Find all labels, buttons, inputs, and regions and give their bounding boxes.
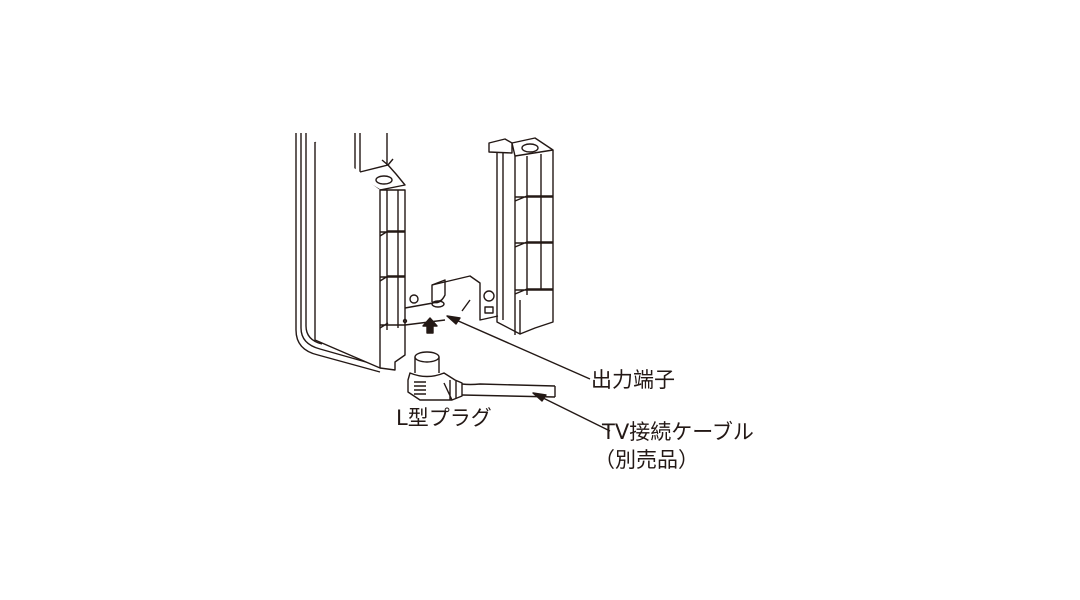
left-stand [295,133,406,373]
l-plug [407,351,463,401]
sold-separately-label: （別売品） [594,448,699,472]
tv-cable-label: TV接続ケーブル [602,420,754,444]
output-terminal-label: 出力端子 [591,368,675,392]
leader-lines [446,315,611,432]
up-arrow-icon [422,317,438,334]
connector-plate [402,275,499,326]
right-stand [488,137,554,335]
l-plug-label: L型プラグ [396,406,492,430]
